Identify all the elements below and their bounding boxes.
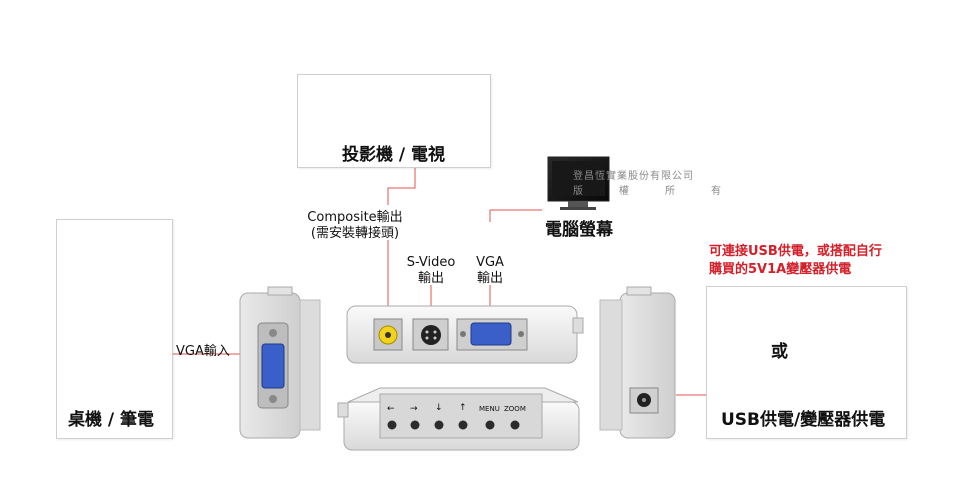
vga-out-label-line1: VGA: [476, 255, 504, 270]
monitor-icon: [547, 156, 610, 210]
power-panel: [706, 286, 907, 439]
projector-tv-panel: [297, 74, 491, 168]
btn-right-label: →: [410, 404, 418, 414]
btn-menu-label: MENU: [479, 405, 500, 413]
btn-up-label: ↑: [459, 403, 467, 413]
device-side-power: [599, 286, 676, 439]
device-side-vga-in: [239, 286, 321, 439]
computer-caption: 桌機 / 筆電: [68, 410, 155, 430]
vga-out-label: VGA 輸出: [467, 255, 513, 287]
vga-out-label-line2: 輸出: [476, 271, 503, 286]
power-note-line1: 可連接USB供電，或搭配自行: [709, 244, 882, 259]
computer-panel: [56, 219, 173, 439]
power-or-label: 或: [771, 342, 788, 362]
svideo-label: S-Video 輸出: [401, 255, 461, 287]
vga-in-label: VGA輸入: [176, 344, 230, 359]
btn-zoom-label: ZOOM: [504, 405, 526, 413]
composite-label: Composite輸出 (需安裝轉接頭): [300, 210, 410, 242]
device-rear: [346, 305, 584, 364]
watermark-line1: 登昌恆實業股份有限公司: [573, 171, 694, 182]
composite-label-line2: (需安裝轉接頭): [310, 226, 400, 241]
composite-label-line1: Composite輸出: [307, 210, 403, 225]
projector-tv-caption: 投影機 / 電視: [342, 145, 446, 165]
watermark-line2: 版 權 所 有: [573, 186, 734, 197]
power-caption: USB供電/變壓器供電: [721, 410, 886, 430]
svideo-label-line1: S-Video: [406, 255, 456, 270]
btn-down-label: ↓: [435, 403, 443, 413]
device-front: [337, 387, 580, 451]
power-note-line2: 購買的5V1A變壓器供電: [709, 262, 852, 277]
monitor-caption: 電腦螢幕: [545, 220, 613, 240]
btn-left-label: ←: [387, 404, 395, 414]
svideo-label-line2: 輸出: [417, 271, 444, 286]
connector-lines: [172, 167, 706, 396]
